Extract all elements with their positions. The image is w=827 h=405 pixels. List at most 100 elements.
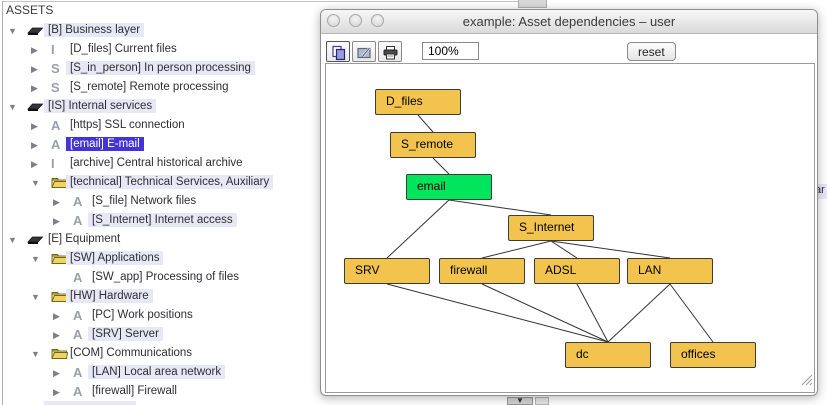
copy-button[interactable]	[326, 41, 350, 62]
reset-button[interactable]: reset	[627, 42, 676, 61]
tree-item-https[interactable]: ▶A[https] SSL connection	[0, 117, 318, 136]
tree-item-archive[interactable]: ▶I[archive] Central historical archive	[0, 155, 318, 174]
tree-item-label: [S_Internet] Internet access	[88, 213, 237, 227]
tree-item-D_files[interactable]: ▶I[D_files] Current files	[0, 41, 318, 60]
node-email[interactable]: email	[406, 174, 492, 200]
copy-icon	[327, 45, 349, 61]
tree-item-S_in_person[interactable]: ▶ S [S_in_person] In person processing	[0, 60, 318, 79]
chevron-down-icon[interactable]: ▼	[31, 178, 40, 188]
folder-icon	[51, 290, 69, 304]
tree-item-SW[interactable]: ▼ [SW] Applications	[0, 250, 318, 269]
edge-LAN-dc	[607, 283, 671, 343]
chevron-down-icon[interactable]: ▼	[8, 235, 17, 245]
print-button[interactable]	[378, 41, 402, 62]
close-button[interactable]	[327, 14, 340, 27]
node-S_Internet[interactable]: S_Internet	[508, 215, 594, 241]
node-S_remote[interactable]: S_remote	[390, 132, 476, 158]
asset-type-A-icon: A	[51, 137, 61, 152]
node-D_files[interactable]: D_files	[375, 89, 461, 115]
tree-item-COM[interactable]: ▼[COM] Communications	[0, 345, 318, 364]
edge-S_Internet-firewall	[481, 240, 552, 259]
export-image-button[interactable]	[352, 41, 376, 62]
edge-firewall-dc	[481, 283, 609, 343]
node-dc[interactable]: dc	[565, 342, 651, 368]
tree-item-E[interactable]: ▼ [E] Equipment	[0, 231, 318, 250]
chevron-right-icon[interactable]: ▶	[53, 368, 60, 378]
chevron-right-icon[interactable]: ▶	[53, 197, 60, 207]
asset-type-S-icon: S	[51, 61, 60, 76]
dependencies-window: example: Asset dependencies – user	[320, 9, 818, 396]
chevron-down-icon[interactable]: ▼	[8, 26, 17, 36]
chevron-down-icon[interactable]: ▼	[31, 349, 40, 359]
zoom-level-input[interactable]	[422, 42, 479, 60]
minimize-button[interactable]	[349, 14, 362, 27]
panel-top-border	[2, 1, 518, 2]
tree-item-HW[interactable]: ▼[HW] Hardware	[0, 288, 318, 307]
chevron-right-icon[interactable]: ▶	[53, 311, 60, 321]
tree-item-firewall[interactable]: ▶A[firewall] Firewall	[0, 383, 318, 402]
chevron-down-icon[interactable]: ▼	[8, 102, 17, 112]
asset-type-I-icon: I	[51, 156, 55, 171]
tree-item-S_Internet[interactable]: ▶A[S_Internet] Internet access	[0, 212, 318, 231]
node-ADSL[interactable]: ADSL	[534, 258, 620, 284]
background-scrollbar-fragment	[535, 397, 549, 405]
chevron-right-icon[interactable]: ▶	[53, 387, 60, 397]
edge-S_remote-email	[432, 157, 450, 175]
edge-SRV-dc	[386, 283, 609, 343]
background-window-title-clipped: ASSETS	[552, 0, 600, 5]
background-scrollbar-button[interactable]: ▼	[507, 397, 533, 405]
tree-item-SRV[interactable]: ▶A[SRV] Server	[0, 326, 318, 345]
tree-item-IS[interactable]: ▼[IS] Internal services	[0, 98, 318, 117]
edge-S_Internet-ADSL	[550, 240, 578, 259]
tree-item-label: [LAN] Local area network	[88, 365, 226, 379]
chevron-right-icon[interactable]: ▶	[53, 330, 60, 340]
tree-item-PC[interactable]: ▶ A [PC] Work positions	[0, 307, 318, 326]
image-edit-icon	[353, 45, 375, 61]
edge-LAN-offices	[669, 283, 714, 343]
chevron-right-icon[interactable]: ▶	[31, 121, 38, 131]
tree-item-label: [SRV] Server	[88, 327, 163, 341]
zoom-button[interactable]	[371, 14, 384, 27]
edge-email-SRV	[386, 199, 450, 259]
chevron-right-icon[interactable]: ▶	[31, 45, 38, 55]
toolbar: reset	[321, 34, 817, 63]
node-firewall[interactable]: firewall	[439, 258, 525, 284]
tree-item-technical[interactable]: ▼[technical] Technical Services, Auxilia…	[0, 174, 318, 193]
tree-item-label: [SW] Applications	[66, 251, 164, 265]
tree-item-label: [S_in_person] In person processing	[66, 61, 255, 75]
titlebar[interactable]: example: Asset dependencies – user	[321, 10, 817, 34]
folder-icon	[51, 347, 69, 361]
chevron-down-icon[interactable]: ▼	[31, 292, 40, 302]
panel-left-border	[2, 1, 3, 405]
chevron-right-icon[interactable]: ▶	[31, 159, 38, 169]
tree-item-label: [https] SSL connection	[70, 119, 185, 131]
chevron-down-icon[interactable]: ▼	[31, 254, 40, 264]
tree-item-email[interactable]: ▶A[email] E-mail	[0, 136, 318, 155]
occluded-tree-row-fragment: ar	[817, 184, 827, 199]
tree-item-S_remote[interactable]: ▶S[S_remote] Remote processing	[0, 79, 318, 98]
tree-item-label: [PC] Work positions	[92, 309, 193, 321]
tree-item-label: [S_file] Network files	[92, 195, 197, 207]
tree-item-B[interactable]: ▼ [B] Business layer	[0, 22, 318, 41]
chevron-right-icon[interactable]: ▶	[31, 140, 38, 150]
printer-icon	[379, 45, 401, 61]
tree-item-label: [E] Equipment	[48, 233, 121, 245]
tree-item-SW_app[interactable]: A[SW_app] Processing of files	[0, 269, 318, 288]
chevron-right-icon[interactable]: ▶	[31, 64, 38, 74]
asset-type-A-icon: A	[73, 308, 83, 323]
scroll-down-icon: ▼	[516, 397, 524, 405]
chevron-right-icon[interactable]: ▶	[53, 216, 60, 226]
asset-type-A-icon: A	[73, 384, 83, 399]
edge-email-S_Internet	[448, 199, 552, 216]
chevron-right-icon[interactable]: ▶	[31, 83, 38, 93]
node-offices[interactable]: offices	[670, 342, 756, 368]
layer-icon	[27, 100, 44, 114]
tree-item-label: [B] Business layer	[44, 23, 145, 37]
tree-item-LAN[interactable]: ▶A[LAN] Local area network	[0, 364, 318, 383]
resize-grip-icon[interactable]	[801, 373, 813, 391]
node-SRV[interactable]: SRV	[344, 258, 430, 284]
tree-item-S_file[interactable]: ▶A[S_file] Network files	[0, 193, 318, 212]
node-LAN[interactable]: LAN	[627, 258, 713, 284]
